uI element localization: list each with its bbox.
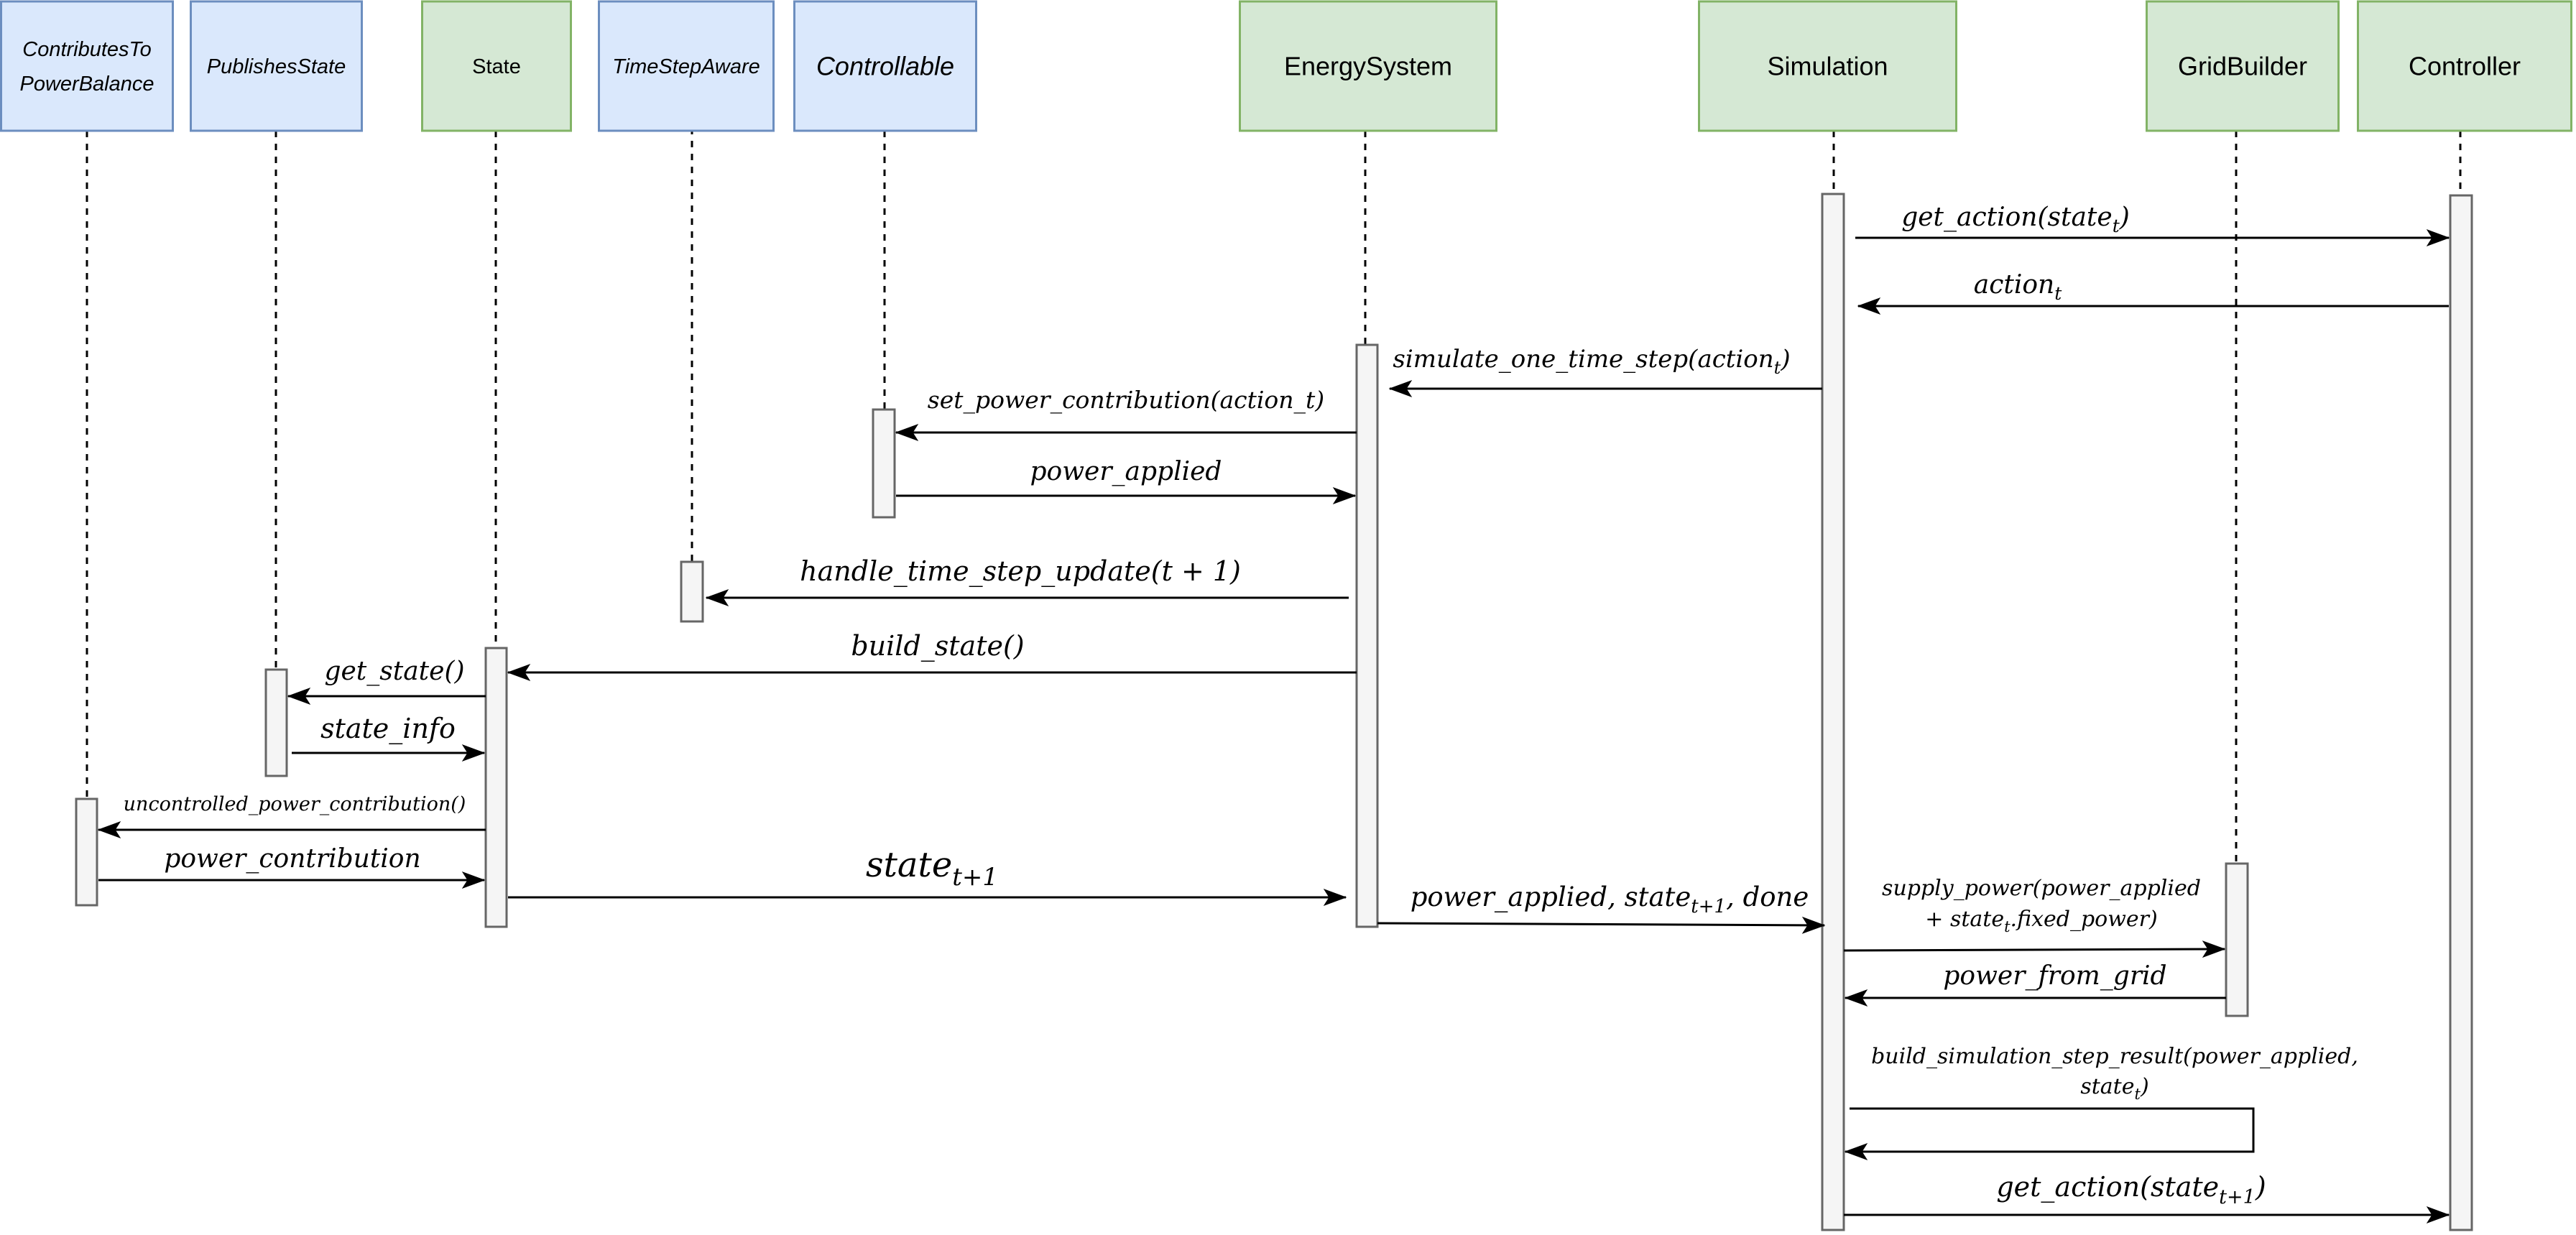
message-label-build-result-2: statet) <box>2080 1074 2148 1103</box>
arrow-set-power <box>895 424 1357 441</box>
participant-timestep: TimeStepAware <box>598 0 775 132</box>
message-label-state-info: state_info <box>320 713 456 745</box>
message-label-get-action-t: get_action(statet) <box>1901 203 2130 236</box>
arrow-return-es <box>1377 916 1826 934</box>
arrow-handle-ts <box>705 589 1349 606</box>
message-label-return-es: power_applied, statet+1, done <box>1411 882 1809 917</box>
message-label-action-t: actiont <box>1974 270 2062 304</box>
participant-box <box>2146 0 2340 132</box>
activation-state <box>484 647 508 928</box>
arrow-get-state <box>287 688 486 705</box>
participant-controller: Controller <box>2357 0 2572 132</box>
message-label-build-state: build_state() <box>851 630 1024 662</box>
arrow-state-t1 <box>508 889 1347 906</box>
participant-box <box>0 0 174 132</box>
message-label-state-t1: statet+1 <box>866 845 998 892</box>
participant-label: PublishesState <box>207 55 346 78</box>
activation-controller <box>2449 194 2473 1231</box>
participant-box <box>421 0 572 132</box>
message-label-supply-1: supply_power(power_applied <box>1882 876 2201 901</box>
participant-label: GridBuilder <box>2178 52 2307 81</box>
participant-box <box>598 0 775 132</box>
activation-simulation <box>1821 193 1845 1231</box>
message-label-get-action-t1: get_action(statet+1) <box>1996 1171 2266 1208</box>
arrow-state-info <box>292 744 486 762</box>
activation-energysystem <box>1355 343 1379 928</box>
arrow-build-result <box>1844 1107 2255 1160</box>
participant-label: TimeStepAware <box>612 55 760 78</box>
participant-label: State <box>472 55 521 78</box>
participant-label: EnergySystem <box>1284 52 1452 81</box>
message-label-power-applied: power_applied <box>1030 457 1222 486</box>
message-label-simulate: simulate_one_time_step(actiont) <box>1393 345 1790 378</box>
participant-label: Simulation <box>1767 52 1888 81</box>
participant-publishes: PublishesState <box>190 0 363 132</box>
message-label-get-state: get_state() <box>324 657 464 686</box>
arrow-supply-power <box>1843 940 2226 958</box>
message-label-build-result-1: build_simulation_step_result(power_appli… <box>1871 1044 2358 1069</box>
activation-timestepaware <box>680 560 704 623</box>
activation-publishesstate <box>264 668 288 777</box>
participant-energy: EnergySystem <box>1239 0 1497 132</box>
participant-box <box>2357 0 2572 132</box>
participant-label: ContributesTo <box>22 38 151 61</box>
arrow-simulate <box>1388 380 1822 397</box>
arrow-power-contribution <box>98 871 486 889</box>
participant-gridbuilder: GridBuilder <box>2146 0 2340 132</box>
participant-box <box>1698 0 1957 132</box>
message-label-power-grid: power_from_grid <box>1943 961 2166 991</box>
arrow-build-state <box>507 664 1357 681</box>
arrow-power-from-grid <box>1844 989 2226 1007</box>
activation-gridbuilder <box>2225 862 2249 1017</box>
arrow-get-action-t <box>1855 229 2450 246</box>
message-label-set-power: set_power_contribution(action_t) <box>928 386 1324 415</box>
participant-box <box>190 0 363 132</box>
participant-simulation: Simulation <box>1698 0 1957 132</box>
message-label-power-contribution: power_contribution <box>164 844 420 874</box>
arrow-power-applied <box>896 487 1357 504</box>
participant-label: Controllable <box>816 52 954 81</box>
arrow-get-action-t1 <box>1844 1206 2450 1224</box>
activation-contributes <box>75 797 98 907</box>
participant-state: State <box>421 0 572 132</box>
activation-controllable <box>872 408 896 519</box>
participant-label: Controller <box>2409 52 2521 81</box>
arrow-uncontrolled <box>97 821 486 838</box>
participant-box <box>1239 0 1497 132</box>
message-label-supply-2: + statet.fixed_power) <box>1925 907 2157 935</box>
participant-box <box>793 0 977 132</box>
message-label-handle-ts: handle_time_step_update(t + 1) <box>800 555 1241 588</box>
arrow-action-t <box>1857 297 2449 315</box>
participant-label: PowerBalance <box>20 73 154 96</box>
message-label-uncontrolled: uncontrolled_power_contribution() <box>124 793 466 815</box>
participant-controllable: Controllable <box>793 0 977 132</box>
